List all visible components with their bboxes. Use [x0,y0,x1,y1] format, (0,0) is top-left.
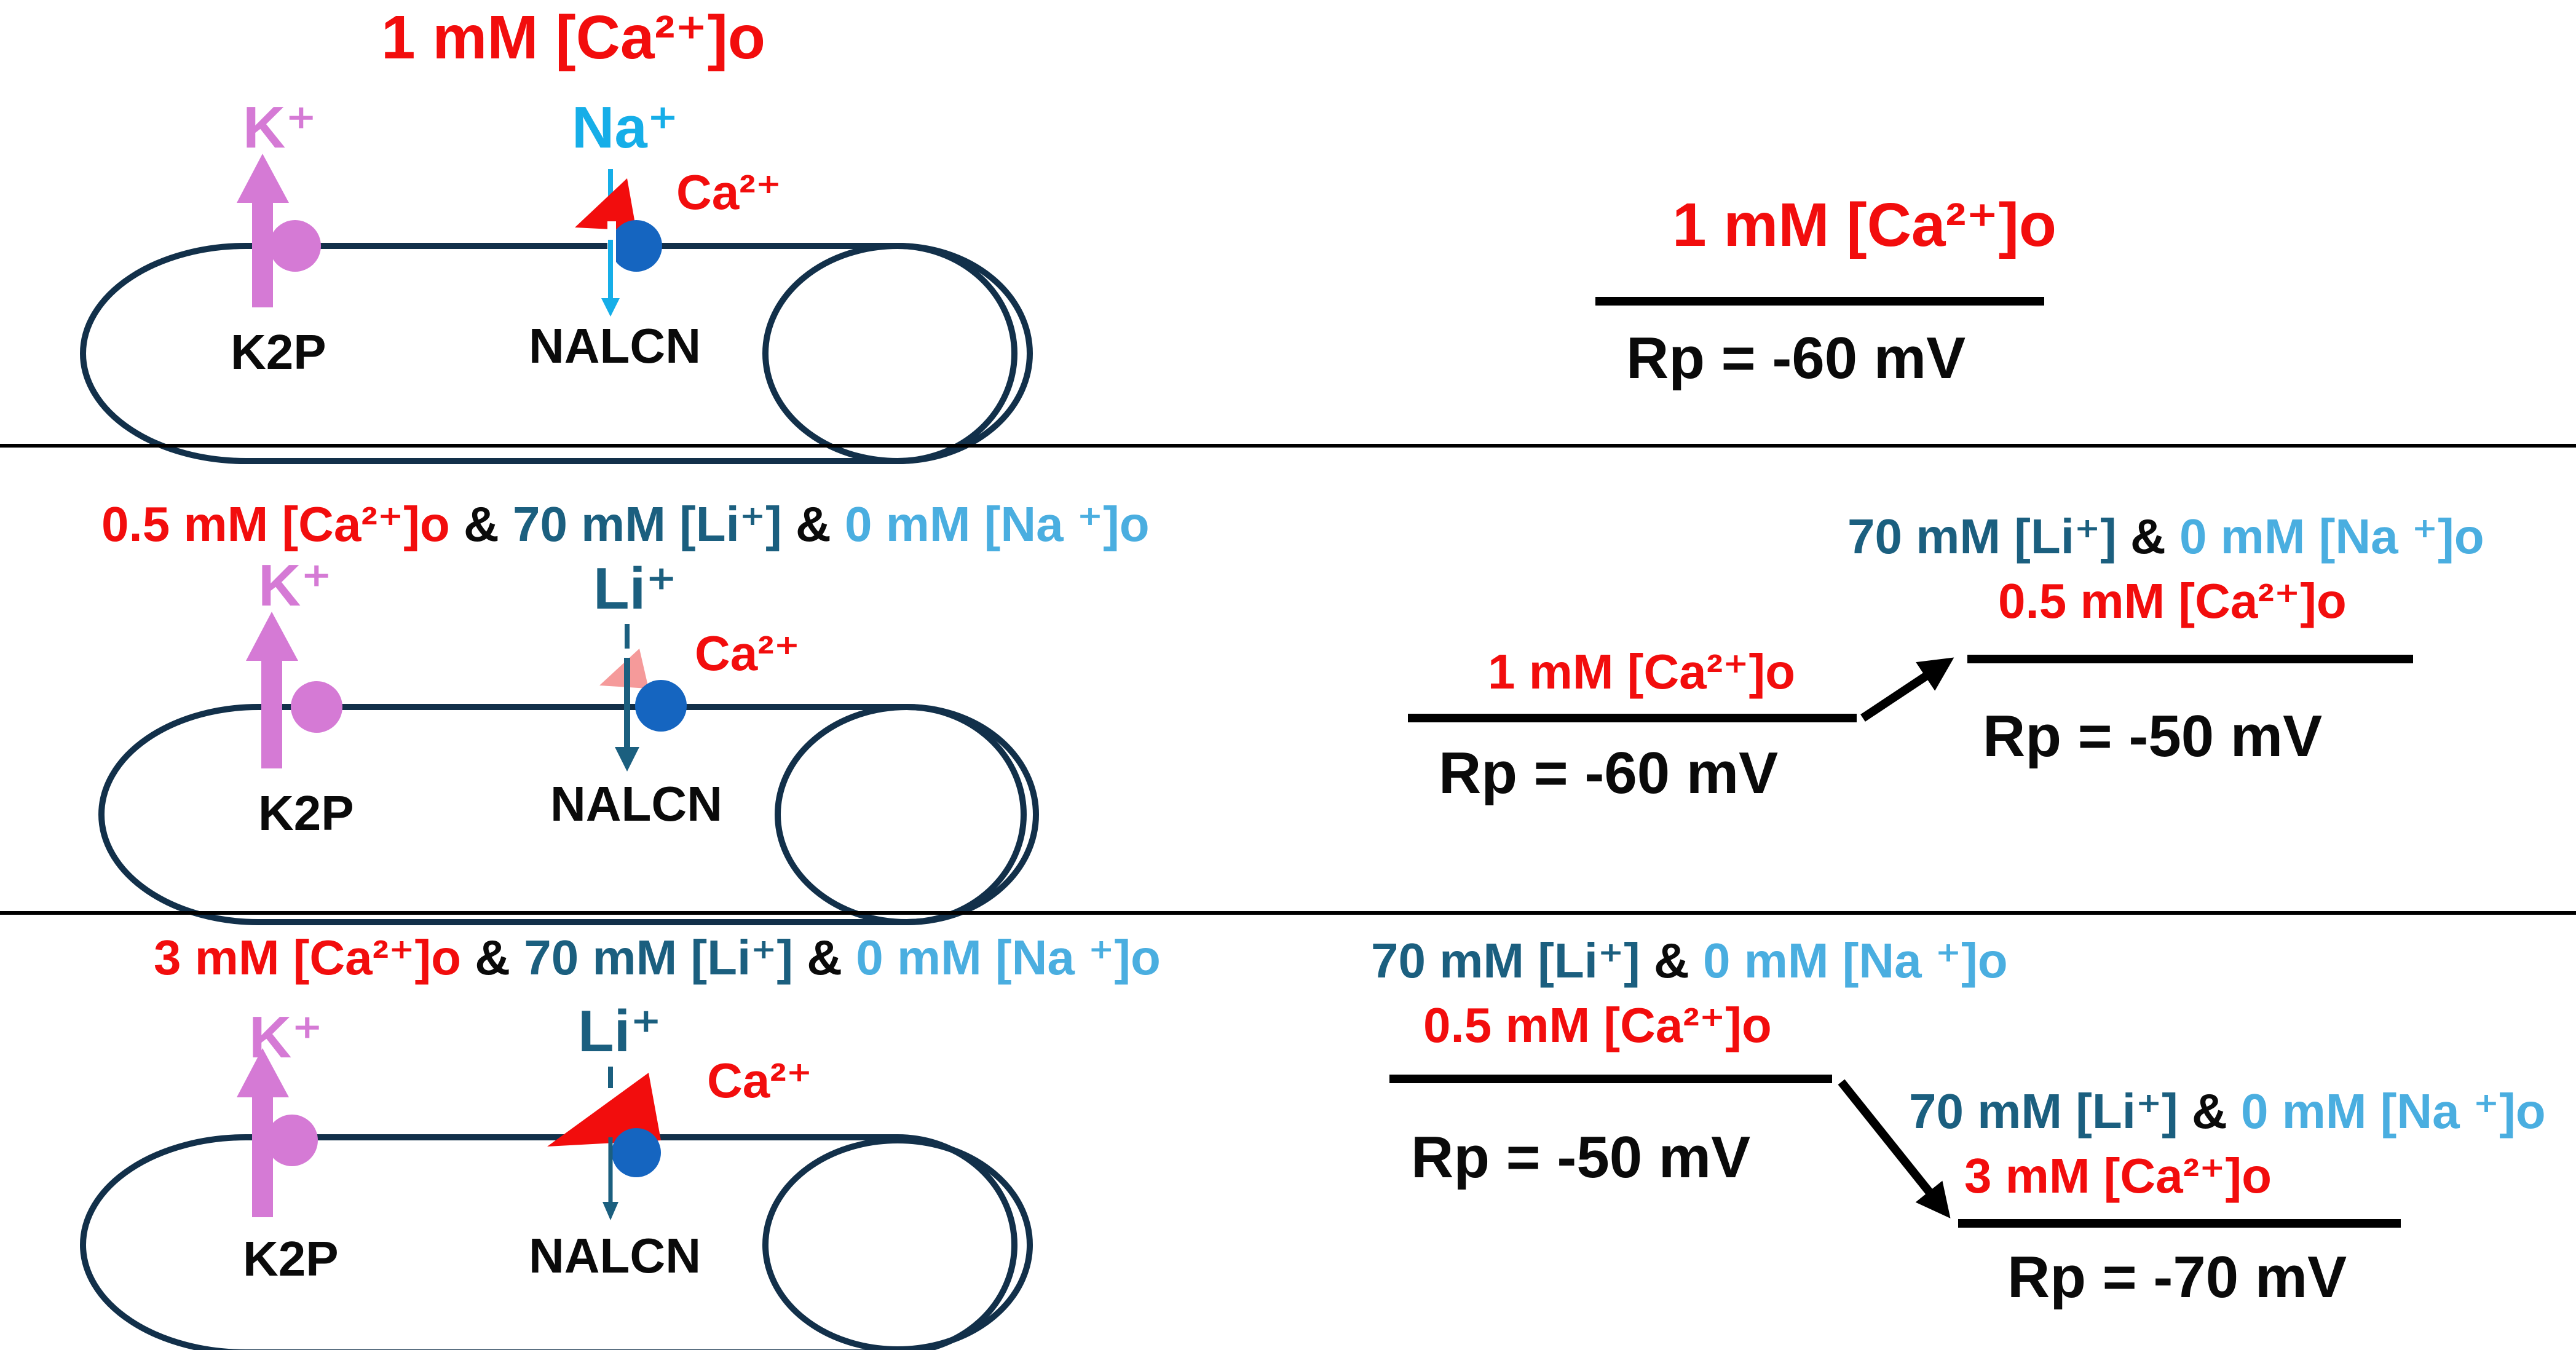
nalcn-label: NALCN [550,776,722,831]
k2p-label: K2P [231,325,326,379]
na-influx-arrow [601,298,620,317]
level2-ca: 0.5 mM [Ca²⁺]o [1998,574,2347,628]
transition-arrow [1860,657,1954,722]
li-influx-arrow [615,747,639,772]
panel1-title: 1 mM [Ca²⁺]o [381,3,765,72]
k-flux-shaft [261,652,282,768]
cell-end-cap [762,243,1033,464]
panel2-title: 0.5 mM [Ca²⁺]o & 70 mM [Li⁺] & 0 mM [Na … [101,497,1150,551]
ca-ion-label: Ca²⁺ [695,626,800,681]
k2p-label: K2P [243,1231,339,1286]
cell-end-cap [775,704,1039,925]
k-ion-label: K⁺ [258,553,332,618]
level2-li-na: 70 mM [Li⁺] & 0 mM [Na ⁺]o [1847,509,2484,564]
k2p-label: K2P [258,786,354,840]
level1-rp: Rp = -60 mV [1439,740,1778,806]
nalcn-channel-icon [612,1128,661,1177]
panel3-title: 3 mM [Ca²⁺]o & 70 mM [Li⁺] & 0 mM [Na ⁺]… [154,930,1161,985]
level2-rp: Rp = -50 mV [1983,703,2322,769]
ca-ion-label: Ca²⁺ [707,1053,812,1108]
transition-arrow [1838,1079,1951,1218]
k-efflux-arrow [237,154,289,203]
cell-body [80,1134,1017,1350]
nalcn-label: NALCN [529,1228,701,1283]
level1-li-na: 70 mM [Li⁺] & 0 mM [Na ⁺]o [1371,933,2008,988]
level-condition: 1 mM [Ca²⁺]o [1672,191,2056,259]
level2-rp: Rp = -70 mV [2007,1244,2347,1310]
level1-condition: 1 mM [Ca²⁺]o [1488,644,1795,699]
k-ion-label: K⁺ [249,1005,323,1070]
nalcn-channel-icon [635,680,687,732]
k2p-channel-icon [266,1115,318,1166]
level1-rp: Rp = -50 mV [1411,1124,1750,1190]
ca-block-wedge-enhanced [547,1073,661,1147]
ca-block-wedge [575,178,636,231]
level2-li-na: 70 mM [Li⁺] & 0 mM [Na ⁺]o [1909,1084,2546,1139]
k-ion-label: K⁺ [243,95,317,160]
k2p-channel-icon [269,220,321,272]
level-rp: Rp = -60 mV [1626,325,1966,391]
k2p-channel-icon [291,681,342,733]
cell-end-cap [762,1137,1033,1350]
li-influx-arrow [603,1202,618,1220]
cell-body [80,243,1017,464]
k-efflux-arrow [246,612,298,661]
li-ion-label: Li⁺ [578,998,662,1064]
level2-ca: 3 mM [Ca²⁺]o [1964,1148,2272,1203]
cell-body [98,704,1027,925]
nalcn-label: NALCN [529,318,701,373]
li-ion-label: Li⁺ [593,556,677,622]
k-efflux-arrow [237,1048,289,1097]
na-ion-label: Na⁺ [572,95,678,160]
level1-ca: 0.5 mM [Ca²⁺]o [1423,998,1772,1052]
ca-ion-label: Ca²⁺ [676,165,781,219]
panel-1: 1 mM [Ca²⁺]o K⁺ K2P Na⁺ Ca²⁺ NALCN 1 mM … [80,3,2056,464]
nalcn-channel-icon [610,220,662,272]
k-flux-shaft [252,197,273,307]
panel-2: 0.5 mM [Ca²⁺]o & 70 mM [Li⁺] & 0 mM [Na … [98,497,2484,925]
panel-3: 3 mM [Ca²⁺]o & 70 mM [Li⁺] & 0 mM [Na ⁺]… [80,930,2546,1350]
